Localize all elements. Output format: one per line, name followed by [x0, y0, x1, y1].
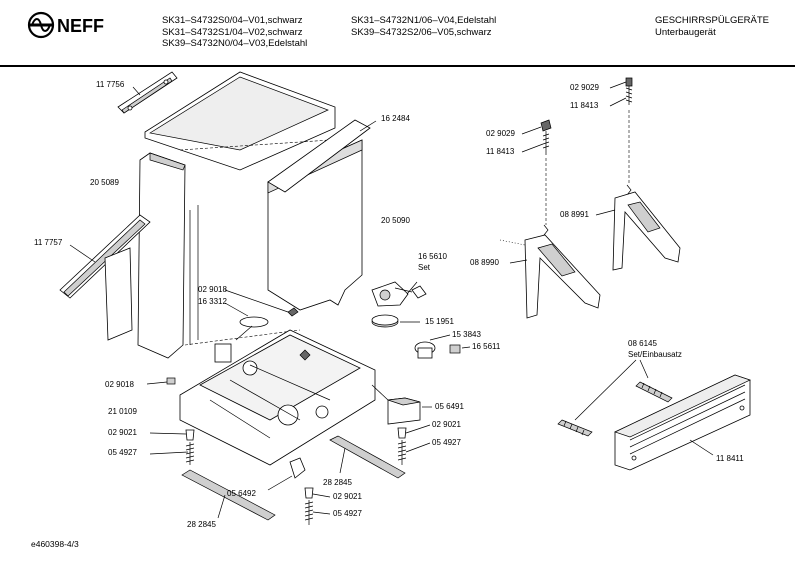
label-05-6492: 05 6492: [227, 489, 256, 498]
label-05-4927-center: 05 4927: [333, 509, 362, 518]
valve-15-3843: [414, 341, 436, 359]
label-11-8411: 11 8411: [716, 454, 744, 463]
label-08-8990: 08 8990: [470, 258, 499, 267]
label-08-6145: 08 6145: [628, 339, 657, 348]
rail-28-2845-left: [181, 469, 276, 521]
rail-28-2845-right: [329, 435, 406, 479]
label-21-0109: 21 0109: [108, 407, 137, 416]
model-list-1: SK31–S4732S0/04–V01,schwarz SK31–S4732S1…: [162, 15, 307, 50]
model-line: SK31–S4732S0/04–V01,schwarz: [162, 15, 303, 26]
label-16-5610: 16 5610: [418, 252, 447, 261]
disc-15-1951: [371, 314, 399, 328]
neff-logo: NEFF: [27, 11, 109, 39]
hinge-08-8990: [524, 234, 601, 319]
label-08-6145-set: Set/Einbausatz: [628, 350, 682, 359]
label-28-2845-right: 28 2845: [323, 478, 352, 487]
model-line: SK31–S4732S1/04–V02,schwarz: [162, 26, 303, 38]
label-11-7757: 11 7757: [34, 238, 63, 247]
model-line: SK39–S4732S2/06–V05,schwarz: [351, 26, 492, 38]
rail-11-7757: [59, 214, 151, 341]
model-list-2: SK31–S4732N1/06–V04,Edelstahl SK39–S4732…: [351, 15, 496, 38]
pump-set-16-5610: [371, 281, 427, 307]
label-28-2845-left: 28 2845: [187, 520, 216, 529]
label-02-9029-lower: 02 9029: [486, 129, 515, 138]
label-05-4927-right: 05 4927: [432, 438, 461, 447]
door-panel-11-8411: [614, 374, 751, 471]
rail-11-7756: [117, 71, 178, 114]
label-16-5611: 16 5611: [472, 342, 501, 351]
label-16-3312: 16 3312: [198, 297, 227, 306]
neff-logo-text: NEFF: [57, 16, 104, 36]
label-02-9021-left: 02 9021: [108, 428, 137, 437]
model-line: SK39–S4732N0/04–V03,Edelstahl: [162, 38, 308, 49]
bracket-05-6492: [289, 457, 306, 479]
label-05-6491: 05 6491: [435, 402, 464, 411]
label-11-7756: 11 7756: [96, 80, 125, 89]
bracket-08-6145: [557, 381, 673, 437]
category-title: GESCHIRRSPÜLGERÄTE Unterbaugerät: [655, 15, 769, 38]
label-20-5089: 20 5089: [90, 178, 119, 187]
spring-rod-lower: [540, 119, 552, 241]
valve-16-5611: [449, 344, 461, 354]
insulation-16-2484: [267, 119, 371, 193]
hinge-08-8991: [612, 191, 681, 271]
category-line: GESCHIRRSPÜLGERÄTE: [655, 15, 770, 26]
clip-02-9018-b: [166, 377, 176, 385]
assembly-line-1: [499, 239, 526, 246]
model-line: SK31–S4732N1/06–V04,Edelstahl: [351, 15, 497, 26]
clip-02-9018-a: [287, 307, 299, 317]
label-20-5090: 20 5090: [381, 216, 410, 225]
frame-outline: [179, 139, 331, 346]
spring-rod-upper: [625, 77, 633, 201]
foot-02-9021-center: [304, 487, 314, 525]
top-cover: [144, 71, 336, 171]
label-02-9029-top: 02 9029: [570, 83, 599, 92]
label-11-8413-lower: 11 8413: [486, 147, 515, 156]
header-divider: [0, 65, 795, 67]
block-05-6491: [387, 397, 421, 425]
label-16-2484: 16 2484: [381, 114, 410, 123]
side-panel-20-5089: [137, 152, 186, 359]
label-08-8991: 08 8991: [560, 210, 589, 219]
base-tub-21-0109: [179, 329, 376, 466]
label-05-4927-left: 05 4927: [108, 448, 137, 457]
label-15-1951: 15 1951: [425, 317, 454, 326]
label-15-3843: 15 3843: [452, 330, 481, 339]
category-line: Unterbaugerät: [655, 26, 716, 38]
label-02-9018-top: 02 9018: [198, 285, 227, 294]
document-id: e460398-4/3: [31, 539, 79, 549]
label-16-5610-set: Set: [418, 263, 431, 272]
switch-16-3312: [214, 316, 269, 363]
label-02-9018-left: 02 9018: [105, 380, 134, 389]
foot-02-9021-left: [185, 429, 195, 465]
label-02-9021-right: 02 9021: [432, 420, 461, 429]
foot-02-9021-right: [397, 427, 407, 465]
label-11-8413-top: 11 8413: [570, 101, 599, 110]
label-02-9021-center: 02 9021: [333, 492, 362, 501]
